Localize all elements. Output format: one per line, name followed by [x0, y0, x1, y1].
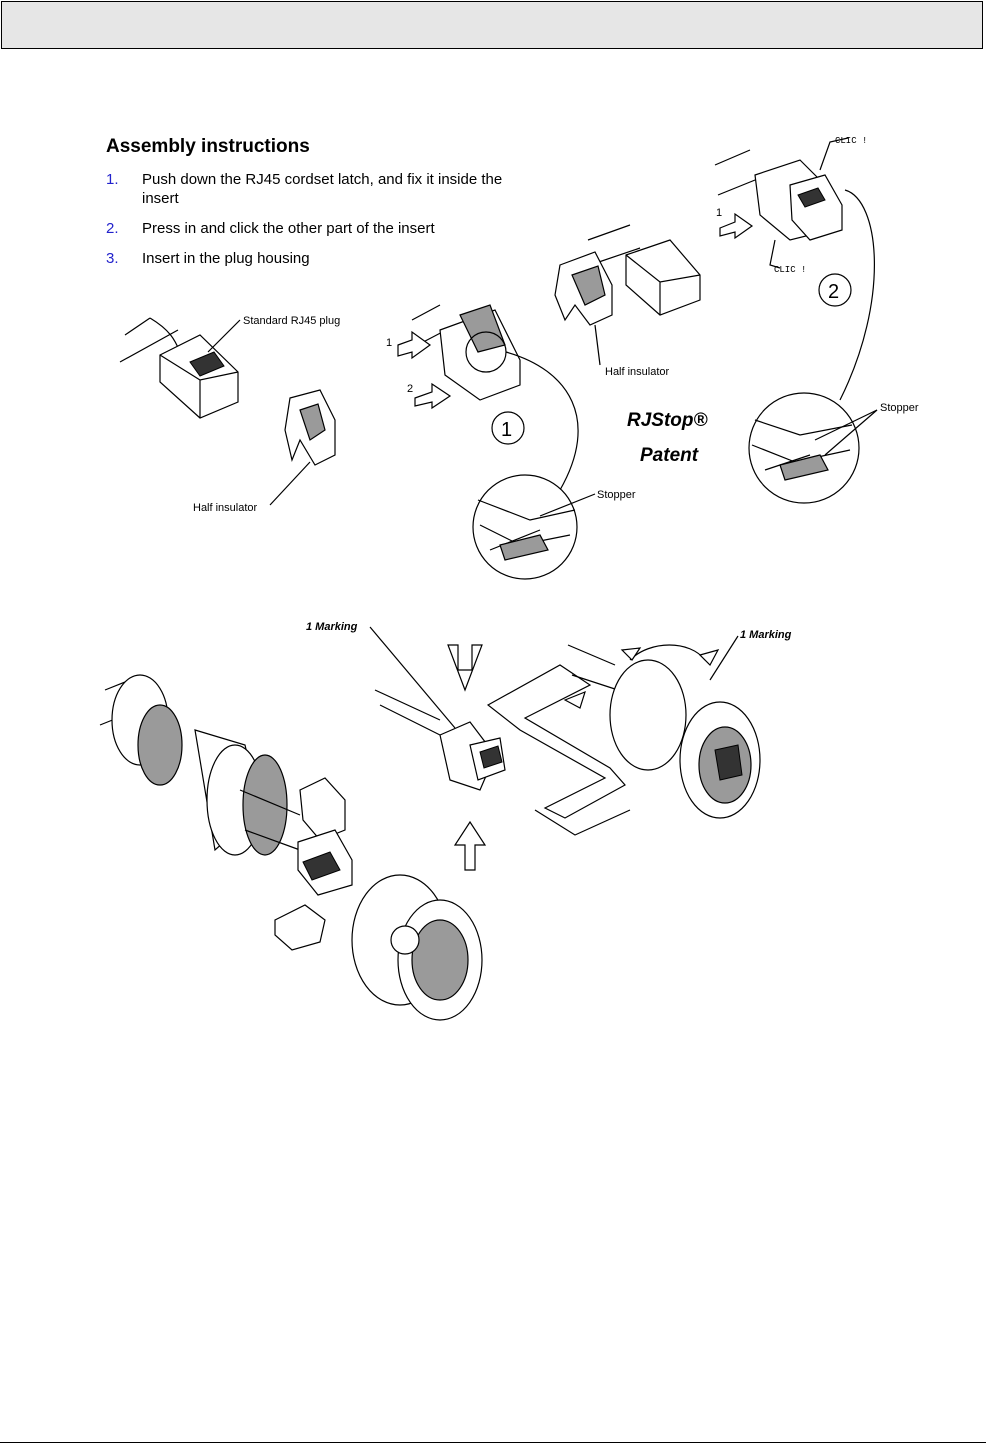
process-arrow-drawing: [488, 665, 630, 835]
half-insulator-right-label: Half insulator: [605, 366, 670, 378]
half-insulator-left-label: Half insulator: [193, 502, 258, 514]
clic-top-label: CLIC !: [835, 136, 867, 146]
rjstop-brand: RJStop® Patent: [627, 410, 708, 466]
standard-plug-label: Standard RJ45 plug: [243, 315, 340, 327]
clic-bottom-label: CLIC !: [774, 265, 806, 275]
step-1-drawing: 1 2 1: [386, 305, 578, 490]
arrow-2a-label: 2: [407, 383, 413, 395]
stopper-zoom-right: Stopper: [749, 393, 919, 503]
arrow-1b-label: 1: [716, 207, 722, 219]
half-insulator-right-drawing: Half insulator: [555, 225, 700, 378]
brand-patent: Patent: [640, 445, 699, 466]
arrow-1a-label: 1: [386, 337, 392, 349]
stopper-zoom-left: Stopper: [473, 475, 636, 579]
step-2-drawing: 1 CLIC ! CLIC ! 2: [715, 136, 874, 400]
exploded-housing-drawing: [100, 675, 352, 950]
plug-housing-drawing: [352, 822, 485, 1020]
marking-left-label: 1 Marking: [306, 621, 358, 633]
final-connector-drawing: 1 Marking: [568, 629, 792, 818]
stopper-left-label: Stopper: [597, 489, 636, 501]
step-circle-2: 2: [828, 281, 839, 303]
brand-name: RJStop®: [627, 410, 708, 431]
stopper-right-label: Stopper: [880, 402, 919, 414]
step-circle-1: 1: [501, 419, 512, 441]
marking-right-label: 1 Marking: [740, 629, 792, 641]
insert-assembly-drawing: 1 Marking: [306, 621, 505, 790]
page-footer-line: [0, 1442, 986, 1443]
